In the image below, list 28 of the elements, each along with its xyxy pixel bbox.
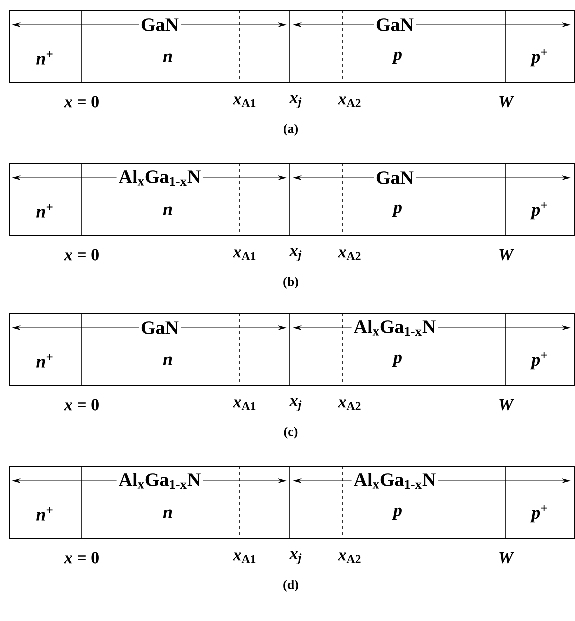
region-label: p [392,508,402,520]
region-label: p [392,204,402,218]
panel-label: (b) [284,277,298,289]
region-label: n [163,510,172,518]
region-label: p [392,52,402,64]
region-label: p [392,354,402,368]
region-label: n$^{+}$ [36,51,53,65]
region-label: p$^{+}$ [530,505,548,523]
region-label: n$^{+}$ [36,354,53,368]
region-label: p$^{+}$ [530,352,548,370]
region-label: n$^{+}$ [36,507,53,521]
material-label: GaN [374,170,416,186]
panel-label: (a) [284,124,298,136]
region-label: p$^{+}$ [530,49,548,67]
material-label: Al$_{x}$Ga$_{1-x}$N [116,471,204,491]
material-label: GaN [374,16,416,34]
region-label: n [163,356,172,366]
material-label: GaN [139,16,181,34]
region-label: n$^{+}$ [36,204,53,218]
panel-label: (c) [284,427,298,439]
material-label: Al$_{x}$Ga$_{1-x}$N [352,318,438,338]
region-label: p$^{+}$ [530,202,548,220]
material-label: Al$_{x}$Ga$_{1-x}$N [352,471,438,491]
material-label: GaN [139,320,181,336]
region-label: n [163,206,172,216]
material-label: Al$_{x}$Ga$_{1-x}$N [116,168,204,188]
panel-label: (d) [284,580,298,592]
region-label: n [163,54,172,62]
